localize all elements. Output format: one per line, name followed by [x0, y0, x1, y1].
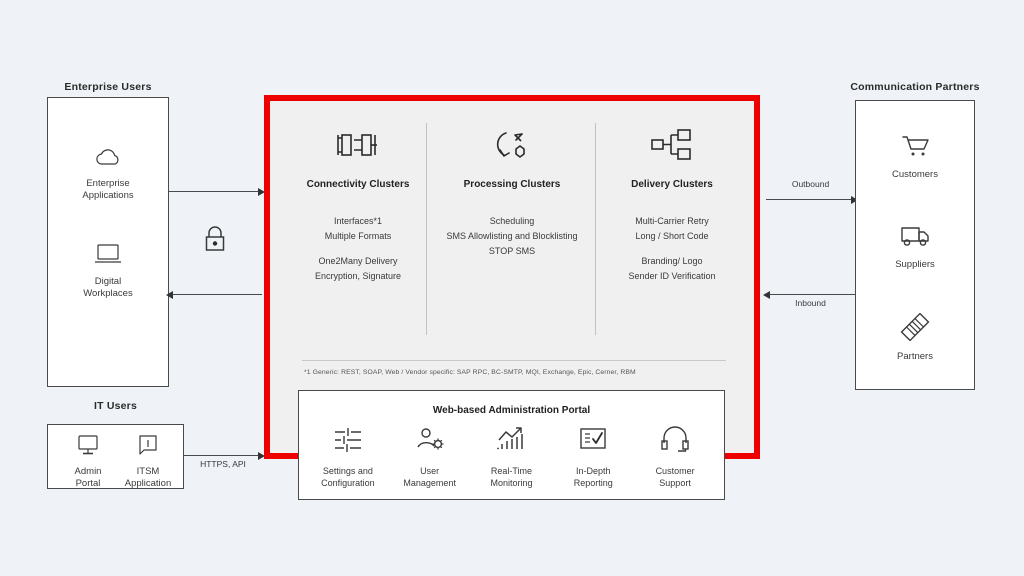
- column-divider-1: [426, 123, 427, 335]
- column-divider-2: [595, 123, 596, 335]
- connector-partner-outbound-line: [766, 199, 855, 200]
- report-check-icon: [576, 425, 610, 460]
- connector-partner-inbound-line: [766, 294, 855, 295]
- node-suppliers: Suppliers: [856, 223, 974, 271]
- connector-inbound-label: Inbound: [795, 298, 826, 308]
- admin-item-in-depth-reporting[interactable]: In-Depth Reporting: [554, 425, 632, 489]
- feature-line: Multiple Formats: [324, 231, 392, 241]
- node-admin-portal: Admin Portal: [62, 434, 114, 490]
- shopping-cart-icon: [899, 133, 931, 164]
- node-label: ITSM Application: [124, 466, 172, 489]
- connector-outbound-arrow: [258, 187, 265, 196]
- feature-spacer: [628, 244, 715, 254]
- it-users-box: Admin Portal ITSM Application: [47, 424, 184, 489]
- connector-outbound-line: [169, 191, 262, 192]
- monitor-icon: [75, 434, 101, 461]
- it-users-title: IT Users: [93, 400, 138, 412]
- laptop-icon: [92, 242, 124, 271]
- footnote-text: *1 Generic: REST, SOAP, Web / Vendor spe…: [304, 369, 636, 376]
- feature-line: Multi-Carrier Retry: [635, 216, 709, 226]
- node-customers: Customers: [856, 133, 974, 181]
- hierarchy-tree-icon: [644, 125, 700, 170]
- node-label: Partners: [897, 351, 933, 362]
- footnote-divider: [302, 360, 726, 361]
- truck-icon: [898, 223, 932, 254]
- admin-item-label: Real-Time Monitoring: [490, 466, 533, 488]
- column-title: Delivery Clusters: [631, 179, 713, 190]
- column-delivery-clusters: Delivery Clusters Multi-Carrier Retry Lo…: [592, 125, 752, 284]
- admin-item-settings-and-configuration[interactable]: Settings and Configuration: [309, 425, 387, 489]
- feature-line: Branding/ Logo: [641, 256, 703, 266]
- node-label: Admin Portal: [74, 466, 102, 489]
- column-processing-clusters: Processing Clusters Scheduling SMS Allow…: [432, 125, 592, 259]
- info-bubble-icon: [136, 434, 160, 461]
- admin-item-user-management[interactable]: User Management: [391, 425, 469, 489]
- feature-line: STOP SMS: [488, 246, 536, 256]
- connector-it-label: HTTPS, API: [200, 459, 246, 469]
- node-label: Suppliers: [895, 259, 935, 270]
- feature-line: Interfaces*1: [333, 216, 383, 226]
- feature-line: Scheduling: [489, 216, 535, 226]
- column-connectivity-clusters: Connectivity Clusters Interfaces*1 Multi…: [278, 125, 438, 284]
- feature-spacer: [315, 244, 401, 254]
- communication-partners-title: Communication Partners: [850, 81, 980, 93]
- feature-line: SMS Allowlisting and Blocklisting: [446, 231, 578, 241]
- connector-plug-icon: [330, 125, 386, 170]
- connector-partner-outbound-arrow: [851, 195, 858, 204]
- node-label: Customers: [892, 169, 938, 180]
- node-itsm-application: ITSM Application: [118, 434, 178, 490]
- node-partners: Partners: [856, 312, 974, 363]
- admin-item-label: User Management: [403, 466, 456, 488]
- node-enterprise-applications: Enterprise Applications: [48, 146, 168, 202]
- connector-it-arrow: [258, 451, 265, 460]
- connector-outbound-label: Outbound: [791, 179, 830, 189]
- admin-item-label: In-Depth Reporting: [573, 466, 613, 488]
- connector-inbound-line: [169, 294, 262, 295]
- column-title: Connectivity Clusters: [306, 179, 410, 190]
- column-features: Interfaces*1 Multiple Formats One2Many D…: [315, 214, 401, 284]
- handshake-icon: [899, 312, 931, 346]
- node-label: Enterprise Applications: [82, 178, 134, 201]
- admin-portal-box: Web-based Administration Portal Settings…: [298, 390, 725, 500]
- cloud-icon: [93, 146, 123, 173]
- node-label: Digital Workplaces: [83, 276, 133, 299]
- admin-portal-items: Settings and Configuration User Manageme…: [299, 425, 724, 489]
- column-features: Multi-Carrier Retry Long / Short Code Br…: [628, 214, 715, 284]
- connector-partner-inbound-arrow: [763, 290, 770, 299]
- headset-icon: [658, 425, 692, 460]
- lock-icon: [201, 224, 229, 259]
- column-title: Processing Clusters: [463, 179, 561, 190]
- connector-inbound-arrow: [166, 290, 173, 299]
- node-digital-workplaces: Digital Workplaces: [48, 242, 168, 300]
- user-gear-icon: [413, 425, 447, 460]
- communication-partners-box: Customers Suppliers: [855, 100, 975, 390]
- chart-monitor-icon: [494, 425, 528, 460]
- enterprise-users-box: Enterprise Applications Digital Workplac…: [47, 97, 169, 387]
- admin-portal-title: Web-based Administration Portal: [432, 405, 591, 416]
- connector-it-line: [184, 455, 262, 456]
- admin-item-real-time-monitoring[interactable]: Real-Time Monitoring: [472, 425, 550, 489]
- admin-item-label: Customer Support: [655, 466, 695, 488]
- column-features: Scheduling SMS Allowlisting and Blocklis…: [446, 214, 577, 259]
- sliders-icon: [331, 425, 365, 460]
- feature-line: One2Many Delivery: [318, 256, 398, 266]
- admin-item-label: Settings and Configuration: [321, 466, 375, 488]
- feature-line: Sender ID Verification: [628, 271, 716, 281]
- process-cycle-icon: [484, 125, 540, 170]
- admin-item-customer-support[interactable]: Customer Support: [636, 425, 714, 489]
- feature-line: Long / Short Code: [635, 231, 709, 241]
- enterprise-users-title: Enterprise Users: [64, 81, 152, 93]
- feature-line: Encryption, Signature: [314, 271, 402, 281]
